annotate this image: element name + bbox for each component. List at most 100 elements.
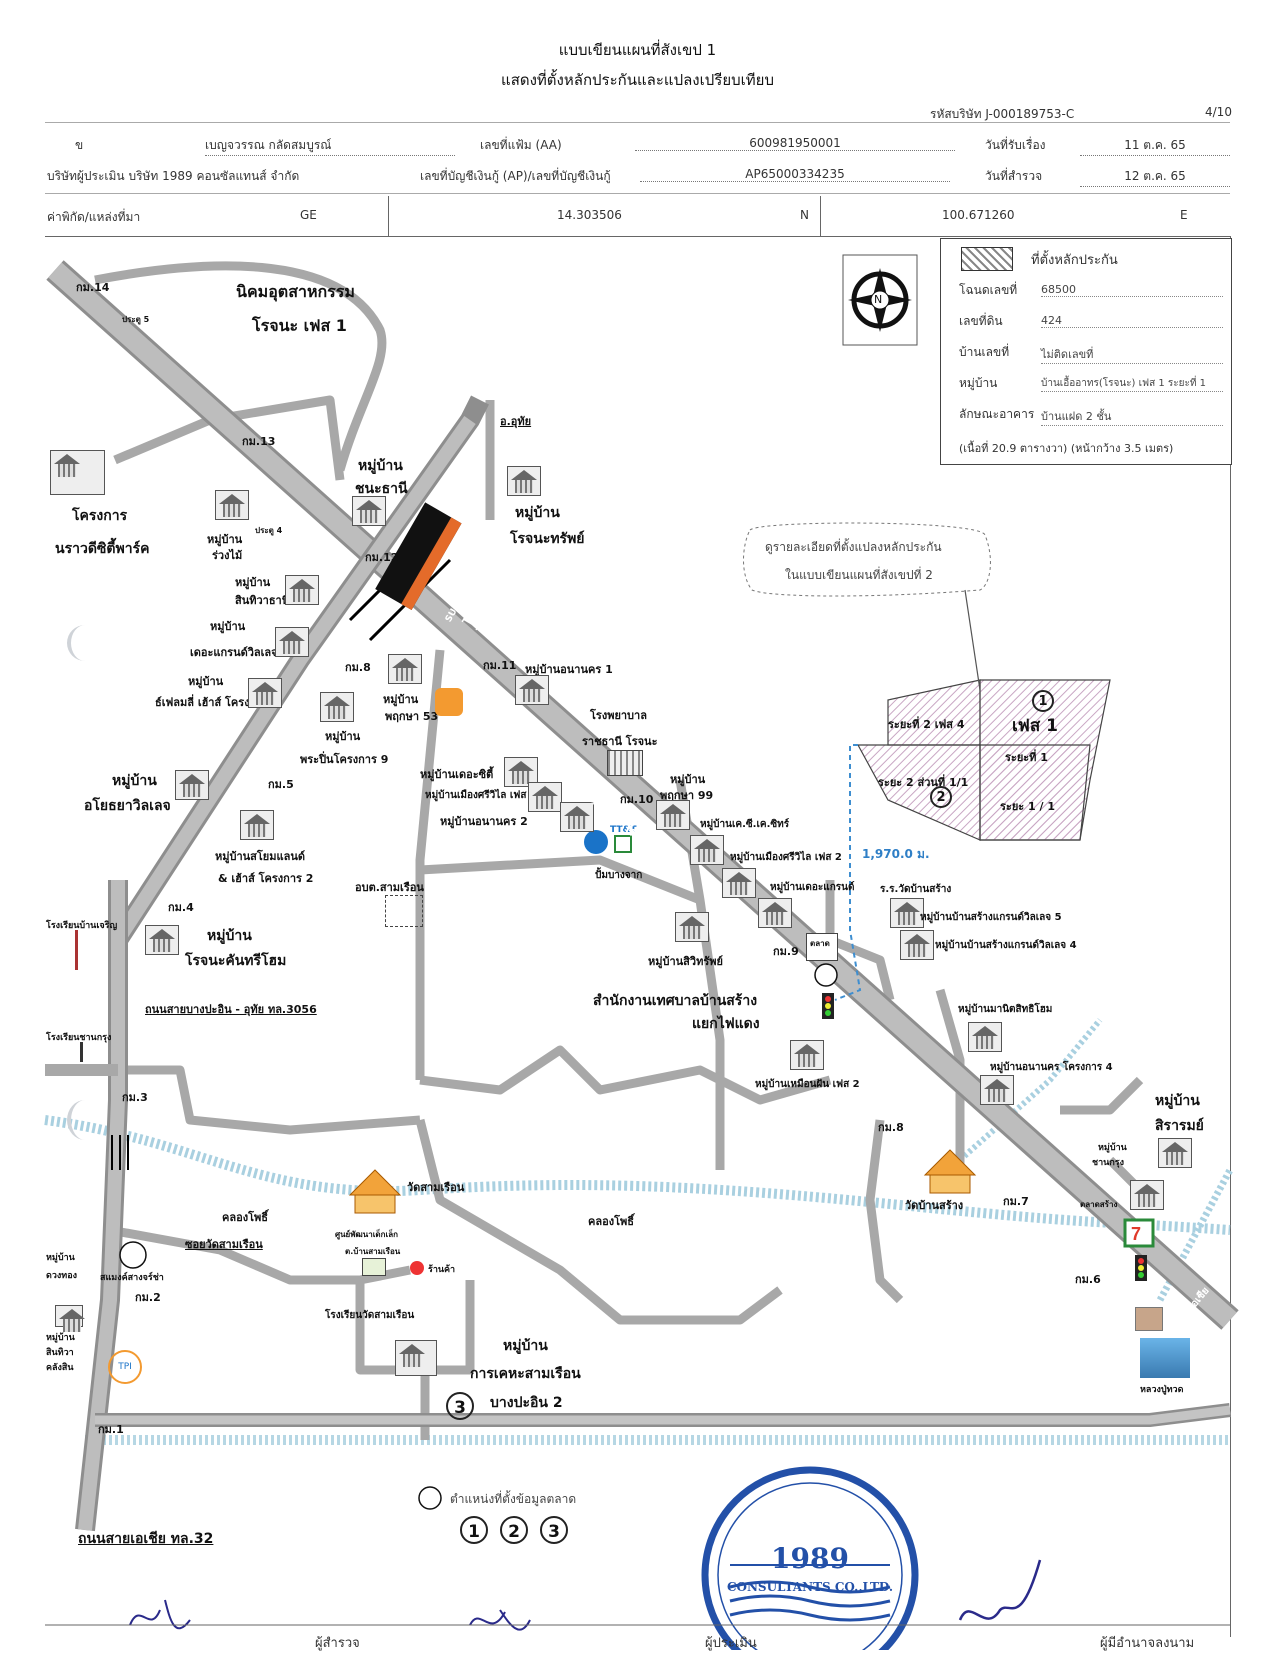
map-subtitle: แสดงที่ตั้งหลักประกันและแปลงเปรียบเทียบ — [501, 71, 774, 89]
chanathani-label-2: ชนะธานี — [355, 481, 408, 497]
parcel-num-2: 2 — [930, 786, 952, 808]
appraiser-label: บริษัทผู้ประเมิน บริษัท 1989 คอนซัลแทนส์… — [47, 169, 300, 183]
latitude-dir: N — [800, 208, 809, 222]
parcel-phase1: เฟส 1 — [1012, 716, 1058, 736]
deed-value: 68500 — [1041, 283, 1223, 297]
coordinate-label: ค่าพิกัด/แหล่งที่มา — [47, 210, 141, 224]
distance-line — [834, 744, 862, 1001]
grandv4-label: หมู่บ้านบ้านสร้างแกรนด์วิลเลจ 4 — [935, 940, 1077, 951]
health-label-2: ต.บ้านสามเรือน — [345, 1247, 401, 1256]
pruksa99-label-2: พฤกษา 99 — [660, 789, 714, 802]
file-no-value: 600981950001 — [635, 136, 955, 151]
rojanakan-label-2: โรจนะคันทรีโฮม — [185, 953, 287, 969]
owner-name: เบญจวรรณ กลัดสมบูรณ์ — [205, 136, 455, 156]
gate5-label: ประตู 5 — [122, 315, 150, 324]
phan-label: สแมงค์สางจร์ช่า — [100, 1273, 164, 1283]
km8-label: กม.8 — [878, 1121, 904, 1134]
thegrand-label: หมู่บ้านเดอะแกรนด์ — [770, 882, 855, 893]
coord-divider — [388, 196, 389, 236]
coord-divider-2 — [820, 196, 821, 236]
pruksa99-label-1: หมู่บ้าน — [670, 773, 706, 786]
watsam-label: วัดสามเรือน — [407, 1181, 465, 1194]
market-legend-text: ตำแหน่งที่ตั้งข้อมูลตลาด — [450, 1492, 577, 1506]
watban-label: วัดบ้านสร้าง — [905, 1199, 964, 1212]
account-label: เลขที่บัญชีเงินกู้ (AP)/เลขที่บัญชีเงินก… — [420, 169, 611, 183]
homeland-label-1: หมู่บ้านสโยมแลนด์ — [215, 850, 305, 863]
karnkheha-label-3: บางปะอิน 2 — [490, 1395, 563, 1411]
manit-label: หมู่บ้านมานิตสิทธิโฮม — [958, 1004, 1053, 1015]
legend-num-3: 3 — [540, 1516, 568, 1544]
karnkheha-label-1: หมู่บ้าน — [503, 1338, 548, 1354]
gate4-label: ประตู 4 — [255, 526, 283, 535]
house-icon — [55, 1305, 85, 1332]
house-no-value: ไม่ติดเลขที่ — [1041, 345, 1223, 364]
house-icon — [1158, 1138, 1192, 1168]
market-marker-2 — [119, 1241, 147, 1269]
ponds — [67, 625, 85, 1140]
grandv5-label: หมู่บ้านบ้านสร้างแกรนด์วิลเลจ 5 — [920, 912, 1062, 923]
land-no-value: 424 — [1041, 314, 1223, 328]
market-label: ตลาด — [810, 939, 830, 948]
company-stamp — [701, 1466, 919, 1650]
signature-3 — [958, 1559, 1042, 1621]
laemthong-label-5: คลังสิน — [46, 1363, 74, 1373]
house-icon — [790, 1040, 824, 1070]
km2-label: กม.2 — [135, 1291, 161, 1304]
house-icon — [690, 835, 724, 865]
reviewer-label: ผู้ประเมิน — [705, 1636, 757, 1651]
building-value: บ้านแฝด 2 ชั้น — [1041, 407, 1223, 426]
uthai-label: อ.อุทัย — [500, 415, 532, 428]
village-value: บ้านเอื้ออาทร(โรจนะ) เฟส 1 ระยะที่ 1 — [1041, 376, 1223, 392]
km13-label: กม.13 — [242, 435, 276, 448]
house-icon — [1130, 1180, 1164, 1210]
deed-label: โฉนดเลขที่ — [959, 283, 1018, 297]
legend-num-1: 1 — [460, 1516, 488, 1544]
compass-north-label: N — [874, 293, 883, 306]
village-label-family: หมู่บ้าน — [188, 675, 224, 688]
inspector-label: ผู้สำรวจ — [315, 1636, 360, 1651]
callout-line-1: ดูรายละเอียดที่ตั้งแปลงหลักประกัน — [765, 540, 942, 554]
envelope-icon — [362, 1258, 386, 1276]
traffic-light-1 — [822, 993, 834, 1019]
rojanakan-label-1: หมู่บ้าน — [207, 928, 252, 944]
house-icon — [352, 496, 386, 526]
traffic-label: แยกไฟแดง — [692, 1016, 760, 1032]
flag-icon — [80, 1042, 103, 1062]
km12-label: กม.12 — [365, 551, 399, 564]
pruksa9-label-1: หมู่บ้าน — [325, 730, 361, 743]
house-icon — [50, 450, 105, 495]
km5-label: กม.5 — [268, 778, 294, 791]
rojanasap-label-1: หมู่บ้าน — [515, 505, 560, 521]
km6-label: กม.6 — [1075, 1273, 1101, 1286]
collateral-label: ที่ตั้งหลักประกัน — [1031, 253, 1118, 268]
survey-date-value: 12 ต.ค. 65 — [1080, 167, 1230, 187]
ptt-label: TT&T — [610, 825, 637, 835]
project-label-1: โครงการ — [72, 508, 128, 524]
house-icon — [980, 1075, 1014, 1105]
scvillage-label: หมู่บ้านเค.ซี.เค.ซิทร์ — [700, 819, 790, 830]
ptt-icon — [584, 830, 608, 854]
distance-label: 1,970.0 ม. — [862, 847, 930, 861]
house-icon — [560, 802, 594, 832]
house-icon — [275, 627, 309, 657]
laemthong-label-3: หมู่บ้าน — [46, 1333, 75, 1343]
sinthi-label-1: หมู่บ้าน — [235, 576, 271, 589]
house-icon — [285, 575, 319, 605]
coordinate-source: GE — [300, 208, 317, 222]
signature-1 — [129, 1599, 191, 1630]
market-marker-1 — [814, 963, 838, 987]
laemthong-label-1: หมู่บ้าน — [46, 1253, 75, 1263]
building-label: ลักษณะอาคาร — [959, 407, 1035, 421]
house-icon — [675, 912, 709, 942]
canal-label-1: คลองโพธิ์ — [222, 1211, 268, 1224]
project-label-2: นราวดีซิตี้พาร์ค — [55, 541, 150, 557]
luangpho-label: หลวงปู่ทวด — [1140, 1385, 1184, 1395]
road-3056-label: ถนนสายบางปะอิน - อุทัย ทล.3056 — [145, 1003, 317, 1016]
muangsri1-label: หมู่บ้านเมืองศรีวิไล เฟส 1 — [425, 790, 537, 801]
hospital-icon — [607, 750, 643, 776]
bangchak-label: ปั้มบางจาก — [595, 870, 643, 881]
parcel-num-1: 1 — [1032, 690, 1054, 712]
sathaphon-label: หมู่บ้านสิวิทรัพย์ — [648, 955, 723, 968]
stamp-name: CONSULTANTS CO.,LTD. — [726, 1580, 894, 1594]
